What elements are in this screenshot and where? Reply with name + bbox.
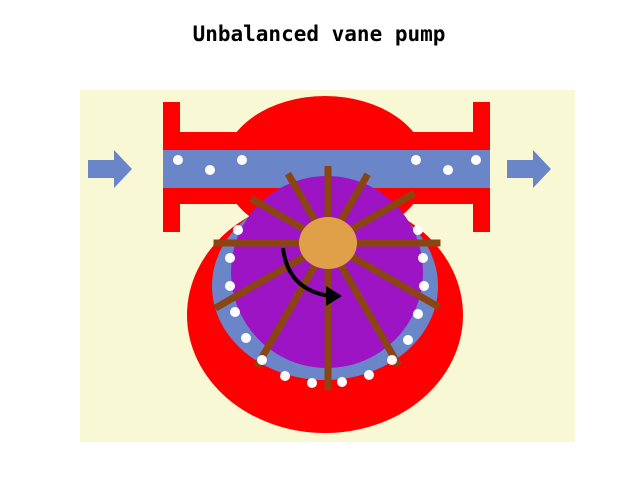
fluid-bubble [337, 377, 347, 387]
fluid-bubble [233, 225, 243, 235]
fluid-bubble [205, 165, 215, 175]
page-title: Unbalanced vane pump [192, 22, 446, 46]
fluid-bubble [403, 335, 413, 345]
fluid-bubble [471, 155, 481, 165]
fluid-bubble [411, 155, 421, 165]
fluid-bubble [443, 165, 453, 175]
outlet-arrow-icon [507, 150, 551, 188]
fluid-bubble [307, 378, 317, 388]
fluid-bubble [225, 253, 235, 263]
fluid-bubble [364, 370, 374, 380]
fluid-bubble [241, 333, 251, 343]
fluid-bubble [419, 281, 429, 291]
fluid-bubble [237, 155, 247, 165]
shaft-hub [299, 217, 357, 269]
rotation-arrow-icon [281, 247, 342, 306]
fluid-bubble [418, 253, 428, 263]
fluid-bubble [387, 355, 397, 365]
fluid-bubble [225, 281, 235, 291]
fluid-bubbles [173, 155, 481, 388]
vane-pump-svg [80, 90, 575, 442]
fluid-bubble [173, 155, 183, 165]
fluid-bubble [413, 225, 423, 235]
fluid-bubble [230, 307, 240, 317]
fluid-bubble [280, 371, 290, 381]
inlet-arrow-icon [88, 150, 132, 188]
vane-pump-diagram [80, 90, 575, 442]
fluid-bubble [413, 309, 423, 319]
fluid-bubble [257, 355, 267, 365]
